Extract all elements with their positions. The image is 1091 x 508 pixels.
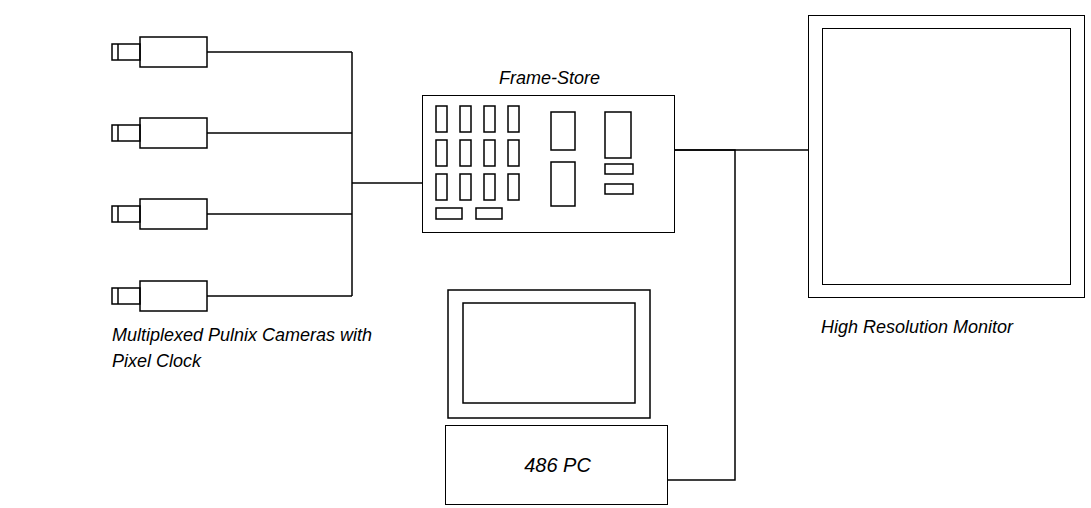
camera [112,199,352,229]
frame-store-box: Frame-Store [422,95,675,233]
box-label: 486 PC [524,453,591,477]
camera-caption: Multiplexed Pulnix Cameras with Pixel Cl… [112,322,394,374]
box-heading: Frame-Store [499,68,600,90]
camera [112,118,352,148]
box-heading: High Resolution Monitor [821,317,1013,339]
camera-bus [351,52,353,296]
connector [668,150,735,480]
pc-monitor [448,290,650,418]
camera [112,37,352,67]
monitor-box: High Resolution Monitor [808,15,1085,298]
screen-frame [822,28,1071,285]
camera-bus [352,182,422,184]
pc-box: 486 PC [445,425,668,505]
camera [112,281,352,311]
chip-array [436,106,633,219]
